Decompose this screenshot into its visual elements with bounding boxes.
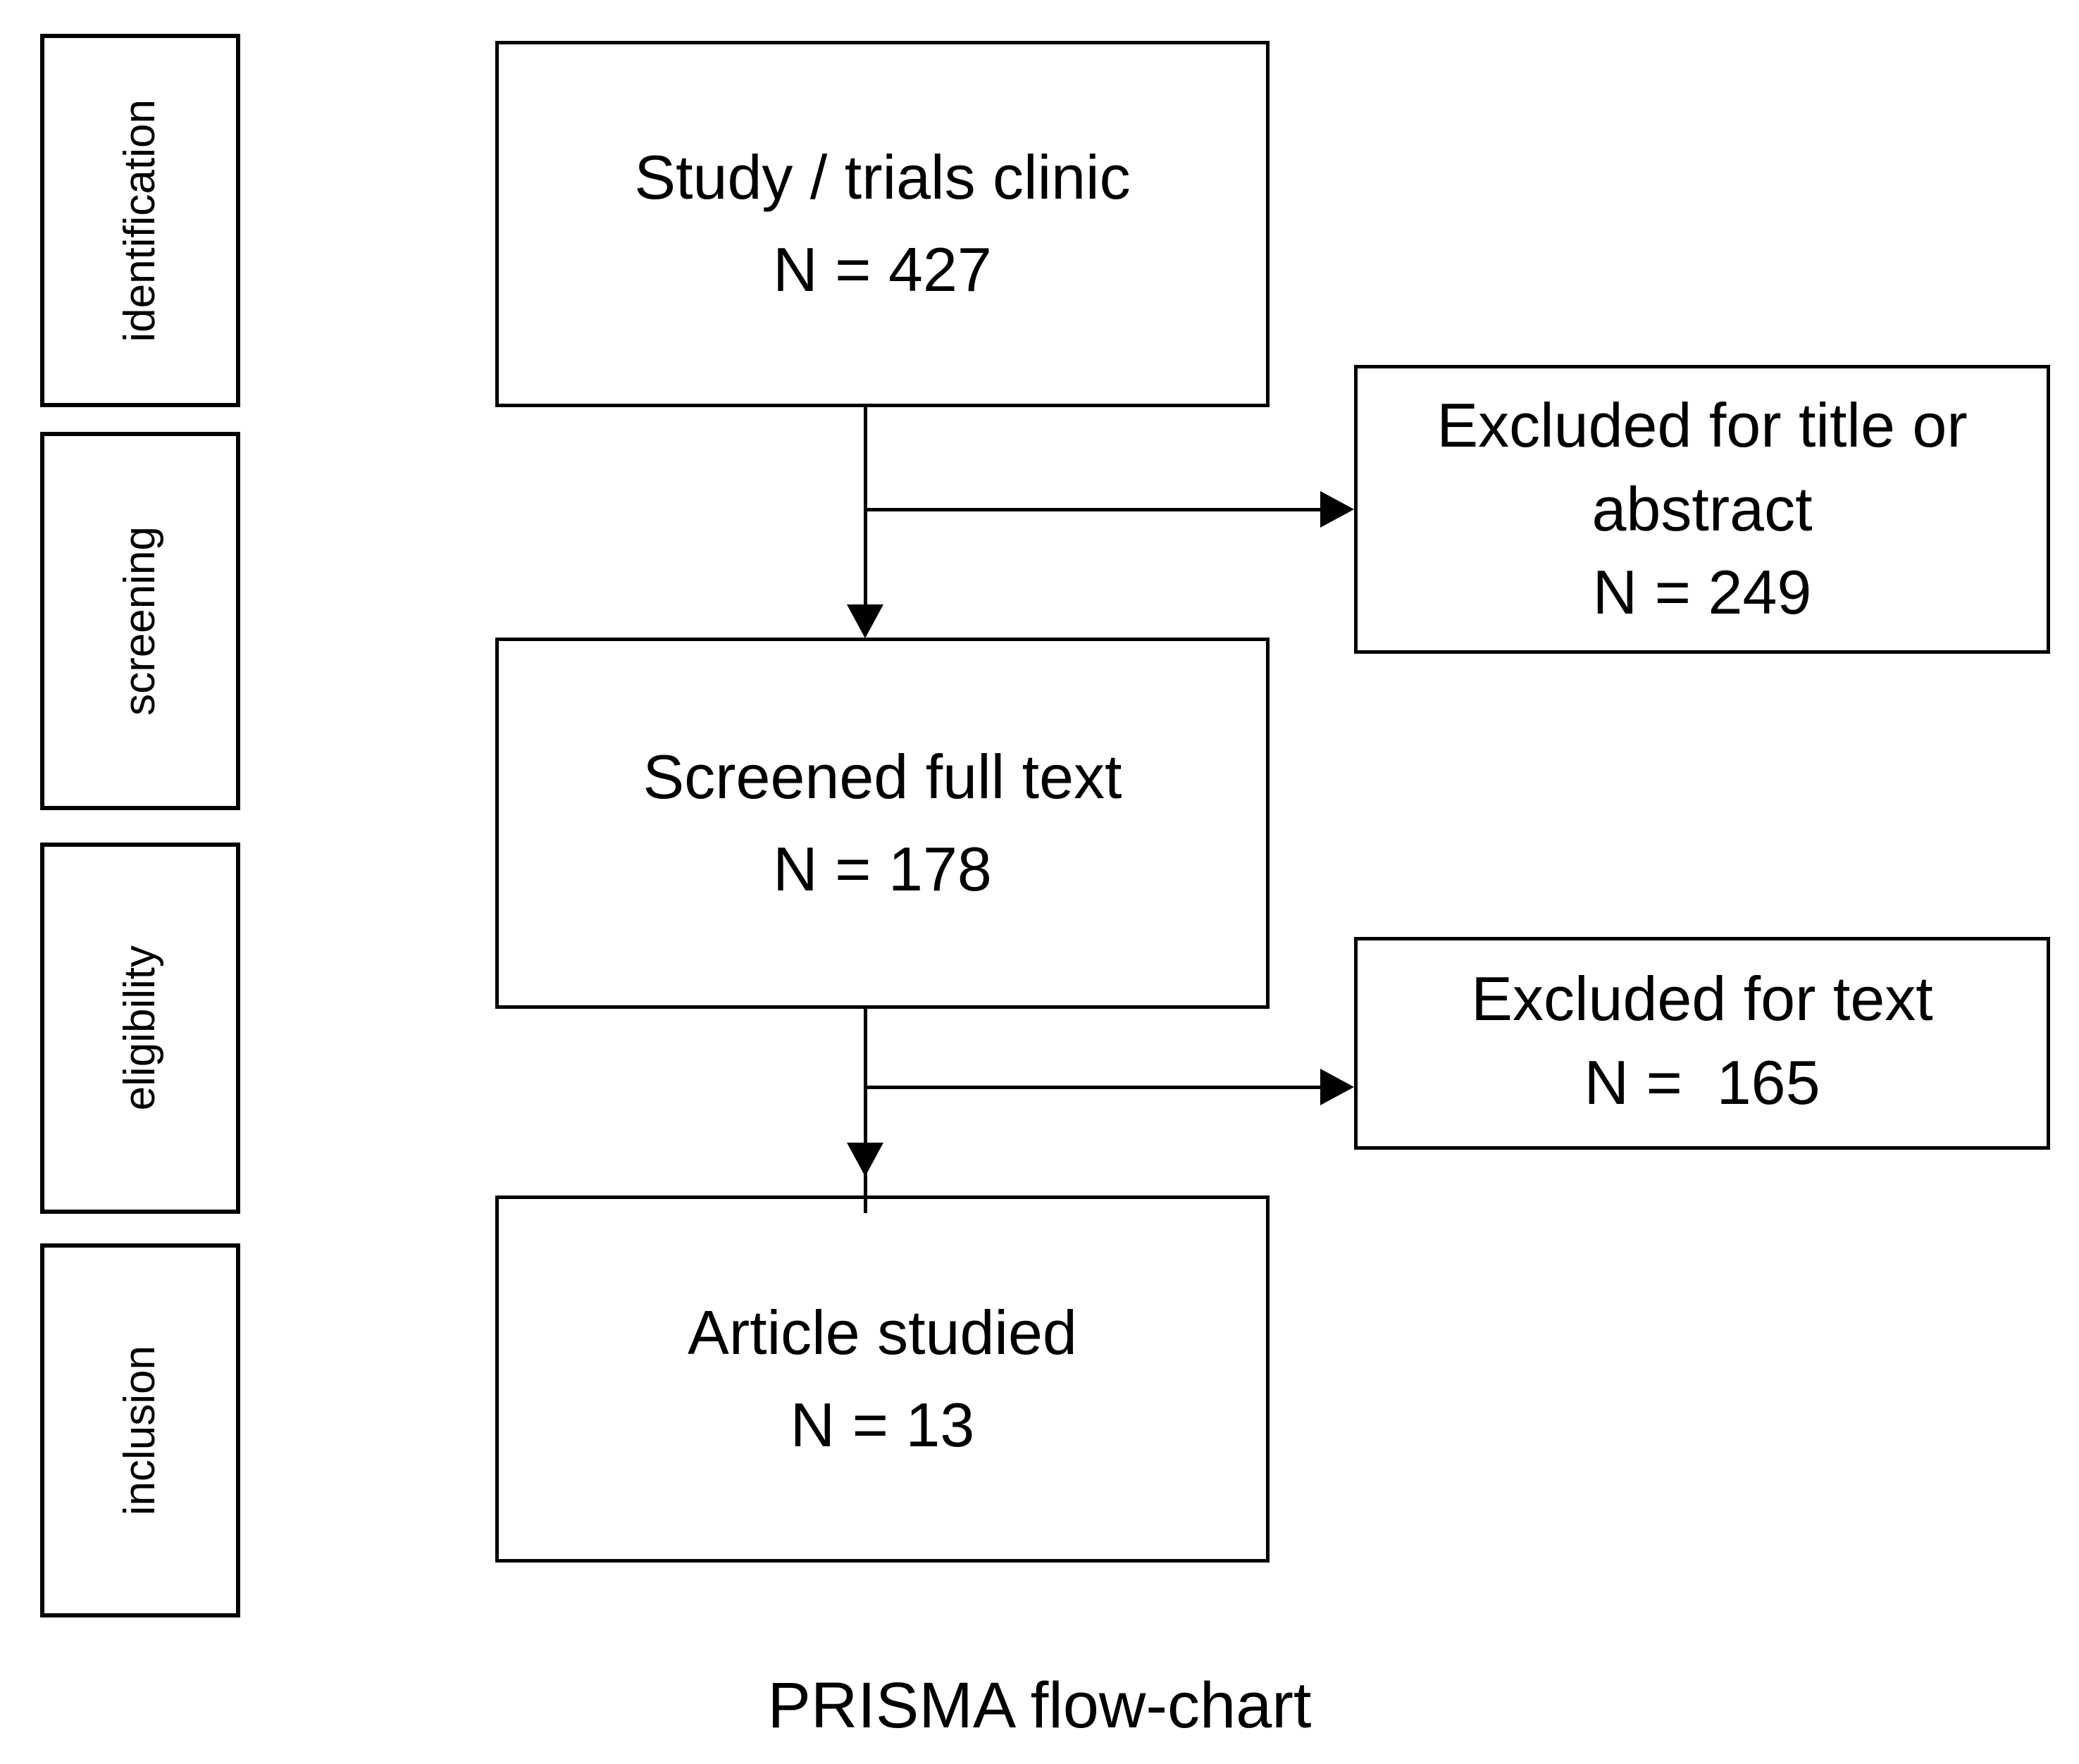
excluded-node-title-abstract: Excluded for title or abstract N = 249	[1354, 365, 2050, 654]
stage-box-identification: identification	[40, 34, 240, 407]
excluded-node-count: N = 165	[1584, 1048, 1820, 1117]
excluded-node-text: Excluded for text N = 165	[1354, 937, 2050, 1150]
stage-label-identification: identification	[116, 99, 164, 342]
stage-box-inclusion: inclusion	[40, 1243, 240, 1617]
flow-node-article-studied: Article studied N = 13	[495, 1195, 1270, 1563]
flow-node-title: Article studied	[688, 1297, 1077, 1367]
excluded-node-line-1: Excluded for title or	[1436, 390, 1968, 461]
flow-node-count: N = 178	[773, 833, 992, 904]
flow-node-count: N = 427	[773, 235, 992, 304]
excluded-node-line-2: abstract	[1591, 473, 1813, 544]
stage-label-screening: screening	[116, 526, 164, 716]
stage-box-eligibility: eligibility	[40, 843, 240, 1214]
figure-caption: PRISMA flow-chart	[767, 1670, 1312, 1741]
flow-node-count: N = 13	[790, 1389, 975, 1460]
flow-node-screened-full-text: Screened full text N = 178	[495, 638, 1270, 1009]
stage-box-screening: screening	[40, 432, 240, 810]
connector-arrowhead-article	[847, 1143, 883, 1176]
stage-label-inclusion: inclusion	[116, 1345, 164, 1516]
connector-arrowhead-screened	[847, 604, 883, 638]
connector-arrowhead-excluded-text	[1320, 1069, 1354, 1105]
connector-arrowhead-excluded-title	[1320, 491, 1354, 528]
connector-hline-study-to-excluded-title	[864, 508, 1320, 511]
flow-node-title: Study / trials clinic	[634, 142, 1131, 213]
flow-node-title: Screened full text	[643, 741, 1122, 812]
flow-node-study-trials-clinic: Study / trials clinic N = 427	[495, 41, 1270, 407]
stage-label-eligibility: eligibility	[116, 945, 164, 1111]
excluded-node-count: N = 249	[1592, 557, 1812, 628]
connector-vline-screened-to-article	[864, 1009, 867, 1213]
connector-hline-screened-to-excluded-text	[864, 1086, 1320, 1089]
excluded-node-line-1: Excluded for text	[1471, 964, 1933, 1034]
